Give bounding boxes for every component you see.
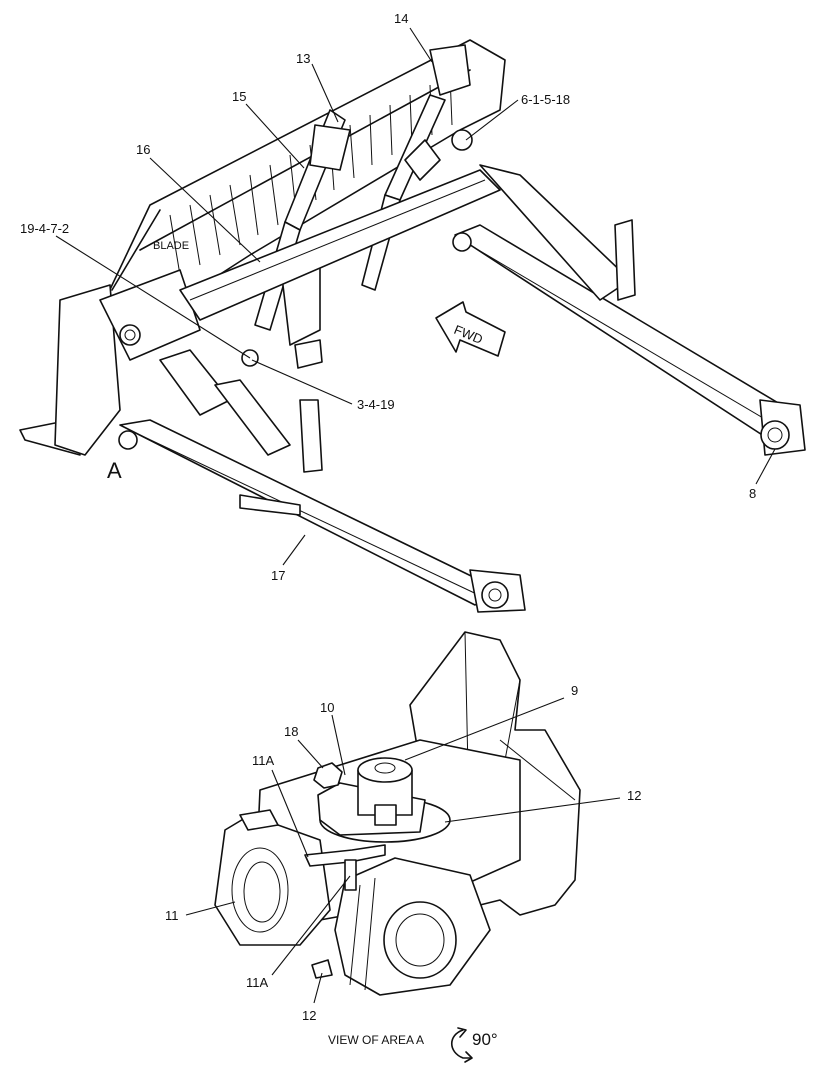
callout-11: 11 [165, 908, 179, 923]
lift-cylinder-right [361, 44, 471, 291]
callout-18: 18 [284, 724, 298, 739]
push-arm-left [118, 399, 526, 613]
fwd-arrow: FWD [435, 301, 506, 357]
callout-17: 17 [271, 568, 285, 583]
cross-beam [179, 169, 501, 369]
callout-10: 10 [320, 700, 334, 715]
blade-assembly [19, 39, 506, 456]
area-marker-a: A [107, 458, 122, 483]
callout-12-bottom: 12 [302, 1008, 316, 1023]
view-caption: VIEW OF AREA A [328, 1033, 424, 1047]
blade-label: BLADE [153, 240, 189, 252]
callout-3-4-19: 3-4-19 [357, 397, 395, 412]
callout-9: 9 [571, 683, 578, 698]
callout-13: 13 [296, 51, 310, 66]
push-arm-right [451, 129, 806, 456]
callout-11A-top: 11A [252, 753, 274, 768]
detail-view-area-a [214, 631, 581, 996]
callout-11A-bottom: 11A [246, 975, 268, 990]
callout-14: 14 [394, 11, 408, 26]
callout-6-1-5-18: 6-1-5-18 [521, 92, 570, 107]
rotation-label: 90° [472, 1030, 498, 1049]
rotation-arrow-icon [450, 1027, 473, 1063]
callout-12-right: 12 [627, 788, 641, 803]
callout-19-4-7-2: 19-4-7-2 [20, 221, 69, 236]
callout-15: 15 [232, 89, 246, 104]
callout-16: 16 [136, 142, 150, 157]
callout-8: 8 [749, 486, 756, 501]
